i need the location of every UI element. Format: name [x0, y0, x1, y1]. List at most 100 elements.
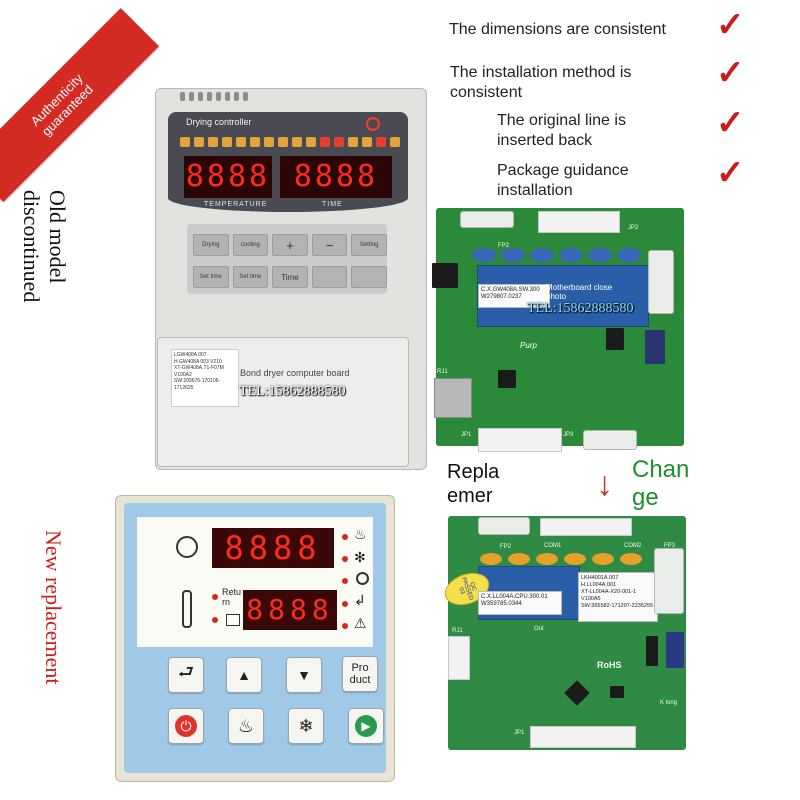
old-caption: Bond dryer computer board	[240, 368, 350, 378]
white-product-label: LKH4001A.007 H.LL004A.001 XT-LL004A-X20-…	[578, 572, 658, 622]
power-relay	[432, 263, 458, 288]
timer-led	[212, 617, 218, 623]
up-button[interactable]: ▲	[226, 657, 262, 693]
feature-original-line: The original line is inserted back	[497, 112, 626, 149]
check-icon: ✓	[716, 104, 745, 142]
old-motherboard	[436, 208, 684, 446]
silk-fp2: FP2	[500, 544, 512, 550]
check-icon: ✓	[716, 54, 745, 92]
label-line: LKH4001A.007	[581, 575, 619, 581]
replace-text-a: Repla	[447, 461, 500, 483]
product-button[interactable]: Pro duct	[342, 656, 378, 692]
power-icon: ⏻	[175, 715, 197, 737]
sticker-line: SW:209676-170106-1712625	[174, 378, 221, 391]
minus-key[interactable]: −	[311, 234, 348, 256]
return-led	[212, 594, 218, 600]
change-text-b: ge	[632, 484, 659, 511]
fuse	[478, 517, 530, 535]
capacitor-row	[480, 553, 660, 565]
new-display-top: 8888	[212, 528, 334, 568]
blank-key[interactable]	[311, 266, 348, 288]
pcb-tel: TEL:15862888580	[527, 301, 634, 316]
fan-icon: ✻	[354, 549, 366, 565]
sticker-line: XT-GW408A.T1-F07M	[174, 365, 224, 371]
label-line: H.LL004A.001	[581, 582, 617, 588]
down-button[interactable]: ▼	[286, 657, 322, 693]
silk-fp3: FP3	[664, 543, 676, 549]
start-button[interactable]: ▶	[348, 708, 384, 744]
set-time-key[interactable]: Set time	[193, 266, 229, 288]
ic-chip-small	[610, 686, 624, 698]
silk-out: Out	[534, 626, 544, 632]
silk-rj1: RJ1	[452, 628, 463, 634]
return-button[interactable]: ⮐	[168, 657, 204, 693]
fuse-vertical	[654, 548, 684, 614]
capacitor-row	[472, 248, 642, 268]
ic-chip	[498, 370, 516, 388]
board-label: C.X.LL004A.CPU.300.01 W359785.0344	[478, 591, 562, 615]
lamp-led	[342, 578, 348, 584]
time-key[interactable]: Time	[272, 266, 308, 288]
fuse-bottom	[583, 430, 637, 450]
label-line: C.X.GW408A.SW.300	[481, 287, 540, 293]
change-text: Chan ge	[632, 456, 689, 512]
blank-key-2[interactable]	[351, 266, 387, 288]
silk-rohs: RoHS	[597, 660, 622, 670]
old-indicator-icons	[180, 137, 400, 147]
rj-jack	[434, 378, 472, 418]
power-button[interactable]: ⏻	[168, 708, 204, 744]
capacitor-black	[646, 636, 658, 666]
return-arrow-led	[342, 601, 348, 607]
old-time-display: 8888	[280, 156, 392, 198]
motherboard-caption: Motherboard close photo	[546, 283, 613, 301]
heat-led	[342, 534, 348, 540]
play-icon: ▶	[355, 715, 377, 737]
return-arrow-icon: ↲	[354, 592, 366, 608]
silk-jp3: JP3	[563, 432, 574, 438]
pcb-logo: Purp	[520, 341, 537, 350]
silk-com2: COM2	[624, 543, 642, 549]
set-time-key-2[interactable]: Set time	[232, 266, 269, 288]
capacitor-blue	[666, 632, 684, 668]
new-display-bottom: 8888	[243, 590, 337, 630]
timer-box-icon	[226, 614, 240, 626]
snowflake-icon: ❄	[298, 715, 314, 736]
label-line: C.X.LL004A.CPU.300.01	[481, 594, 548, 600]
time-label: TIME	[322, 201, 343, 208]
sticker-line: V100A2	[174, 371, 192, 378]
cooling-button[interactable]: ❄	[288, 708, 324, 744]
label-line: W359785.0344	[481, 601, 522, 607]
heat-button[interactable]: ♨	[228, 708, 264, 744]
old-model-label: Old model discontinued	[19, 190, 70, 303]
plus-key[interactable]: +	[272, 234, 308, 256]
ribbon-line2: guaranteed	[38, 81, 96, 139]
setting-key[interactable]: Setting	[351, 234, 387, 256]
silk-rj1: RJ1	[437, 369, 448, 375]
vent-slots	[180, 92, 248, 101]
fuse	[460, 211, 514, 228]
circle-lamp-icon	[356, 572, 369, 585]
silk-jp1: JP1	[461, 432, 472, 438]
return-icon: ⮐	[177, 662, 195, 682]
silk-klong: K long	[660, 700, 678, 706]
new-replacement-label: New replacement	[41, 530, 66, 685]
old-controller-title: Drying controller	[186, 117, 252, 127]
old-tel: TEL:15862888580	[239, 384, 346, 399]
drying-key[interactable]: Drying	[193, 234, 229, 256]
return-label: Retu rn	[222, 587, 242, 607]
old-temperature-display: 8888	[184, 156, 272, 198]
down-arrow-icon: ↓	[596, 465, 613, 503]
silk-com1: COM1	[544, 543, 562, 549]
power-icon	[366, 117, 380, 131]
clock-icon	[176, 536, 198, 558]
connector	[538, 211, 620, 233]
cooling-key[interactable]: cooling	[232, 234, 269, 256]
connector	[540, 518, 632, 536]
fuse-vertical	[648, 250, 674, 314]
sticker-line: LGW408A 007	[174, 352, 207, 358]
capacitor-large	[645, 330, 665, 364]
authenticity-ribbon: Authenticity guaranteed	[0, 8, 159, 202]
bottom-connector	[530, 726, 636, 748]
temperature-label: TEMPERATURE	[204, 201, 268, 208]
check-icon: ✓	[716, 6, 745, 44]
